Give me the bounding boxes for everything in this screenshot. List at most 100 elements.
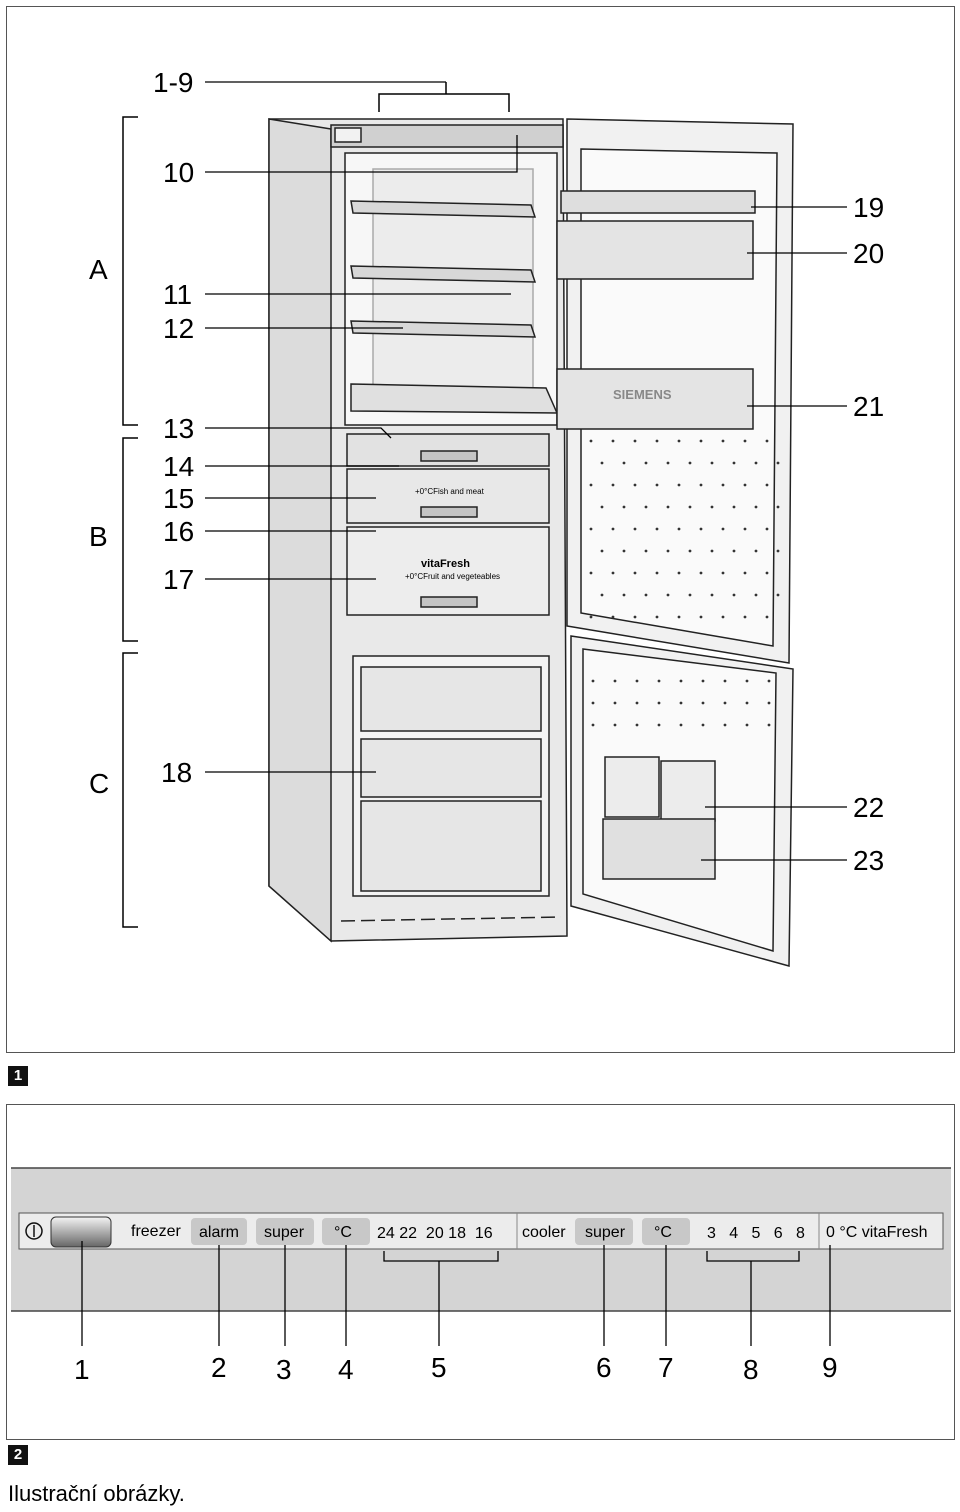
cooler-temp-button-label: °C bbox=[654, 1224, 672, 1241]
drawer-text-fruit-and-vegetables: +0°CFruit and vegeteables bbox=[405, 572, 500, 581]
fridge-diagram: A B C bbox=[89, 67, 884, 967]
door-dot bbox=[688, 461, 692, 465]
door-dot bbox=[767, 701, 771, 705]
callout-10: 10 bbox=[163, 157, 194, 188]
power-button[interactable] bbox=[50, 1216, 112, 1248]
door-dot bbox=[699, 439, 703, 443]
door-dot bbox=[611, 483, 615, 487]
door-dot bbox=[600, 593, 604, 597]
door-dot bbox=[622, 549, 626, 553]
door-dot bbox=[721, 527, 725, 531]
panel-callout-3: 3 bbox=[276, 1354, 292, 1385]
cooler-label: cooler bbox=[522, 1224, 566, 1241]
panel-callout-1: 1 bbox=[74, 1354, 90, 1385]
callout-16: 16 bbox=[163, 516, 194, 547]
door-dot bbox=[721, 483, 725, 487]
callout-12: 12 bbox=[163, 313, 194, 344]
door-dot bbox=[644, 549, 648, 553]
door-dot bbox=[655, 571, 659, 575]
fridge-body bbox=[268, 118, 794, 967]
door-dot bbox=[677, 439, 681, 443]
door-dot bbox=[677, 571, 681, 575]
door-dot bbox=[677, 615, 681, 619]
door-dot bbox=[776, 505, 780, 509]
door-dot bbox=[743, 483, 747, 487]
panel-callout-4: 4 bbox=[338, 1354, 354, 1385]
door-dot bbox=[699, 483, 703, 487]
door-dot bbox=[677, 483, 681, 487]
door-dot bbox=[622, 461, 626, 465]
right-leader-lines bbox=[701, 206, 847, 861]
door-dot bbox=[600, 461, 604, 465]
door-dot bbox=[743, 527, 747, 531]
door-dot bbox=[767, 723, 771, 727]
figure-1-frame: A B C bbox=[6, 6, 955, 1053]
door-dot bbox=[743, 571, 747, 575]
freezer-super-button[interactable] bbox=[256, 1218, 314, 1245]
door-dot bbox=[633, 439, 637, 443]
door-dot bbox=[589, 615, 593, 619]
door-dot bbox=[655, 615, 659, 619]
door-dot bbox=[776, 549, 780, 553]
figure-2-number: 2 bbox=[8, 1445, 28, 1465]
door-dot bbox=[666, 505, 670, 509]
door-dot bbox=[710, 505, 714, 509]
door-dot bbox=[776, 593, 780, 597]
door-dot bbox=[765, 483, 769, 487]
door-dot bbox=[732, 505, 736, 509]
door-dot bbox=[754, 461, 758, 465]
left-leader-lines bbox=[205, 81, 518, 773]
door-dot bbox=[635, 701, 639, 705]
door-dot bbox=[688, 505, 692, 509]
door-dot bbox=[765, 571, 769, 575]
door-dot bbox=[589, 483, 593, 487]
door-dot bbox=[591, 723, 595, 727]
door-dot bbox=[699, 615, 703, 619]
door-dot bbox=[710, 593, 714, 597]
door-dot bbox=[644, 593, 648, 597]
door-dot bbox=[723, 723, 727, 727]
panel-callout-5: 5 bbox=[431, 1352, 447, 1383]
door-dot bbox=[611, 439, 615, 443]
door-dot bbox=[613, 723, 617, 727]
control-panel-diagram: freezer alarm super °C 24 22 20 18 16 co… bbox=[11, 1167, 951, 1385]
door-dot bbox=[743, 615, 747, 619]
freezer-temp-button[interactable] bbox=[322, 1218, 370, 1245]
callout-15: 15 bbox=[163, 483, 194, 514]
cooler-temp-button[interactable] bbox=[642, 1218, 690, 1245]
door-dot bbox=[701, 679, 705, 683]
cooler-super-button[interactable] bbox=[575, 1218, 633, 1245]
callout-14: 14 bbox=[163, 451, 194, 482]
door-dot bbox=[657, 723, 661, 727]
door-dot bbox=[666, 461, 670, 465]
door-dot bbox=[633, 483, 637, 487]
door-dot bbox=[710, 549, 714, 553]
panel-callout-7: 7 bbox=[658, 1352, 674, 1383]
door-dot bbox=[699, 527, 703, 531]
door-dot bbox=[611, 571, 615, 575]
door-dot bbox=[613, 701, 617, 705]
door-dot bbox=[633, 615, 637, 619]
door-dot bbox=[721, 439, 725, 443]
door-dot bbox=[688, 593, 692, 597]
door-dot bbox=[666, 593, 670, 597]
freezer-super-button-label: super bbox=[264, 1224, 305, 1241]
door-dot bbox=[600, 549, 604, 553]
door-dot bbox=[745, 679, 749, 683]
door-dot-pattern bbox=[589, 439, 780, 727]
door-dot bbox=[701, 701, 705, 705]
door-dot bbox=[710, 461, 714, 465]
door-dot bbox=[655, 483, 659, 487]
door-dot bbox=[633, 527, 637, 531]
alarm-button[interactable] bbox=[191, 1218, 247, 1245]
door-dot bbox=[679, 701, 683, 705]
door-dot bbox=[655, 439, 659, 443]
panel-callout-8: 8 bbox=[743, 1354, 759, 1385]
drawer-text-fish-and-meat: +0°CFish and meat bbox=[415, 487, 485, 496]
door-dot bbox=[732, 461, 736, 465]
door-dot bbox=[745, 723, 749, 727]
alarm-button-label: alarm bbox=[199, 1224, 239, 1241]
door-dot bbox=[633, 571, 637, 575]
caption: Ilustrační obrázky. bbox=[8, 1481, 185, 1506]
door-dot bbox=[699, 571, 703, 575]
